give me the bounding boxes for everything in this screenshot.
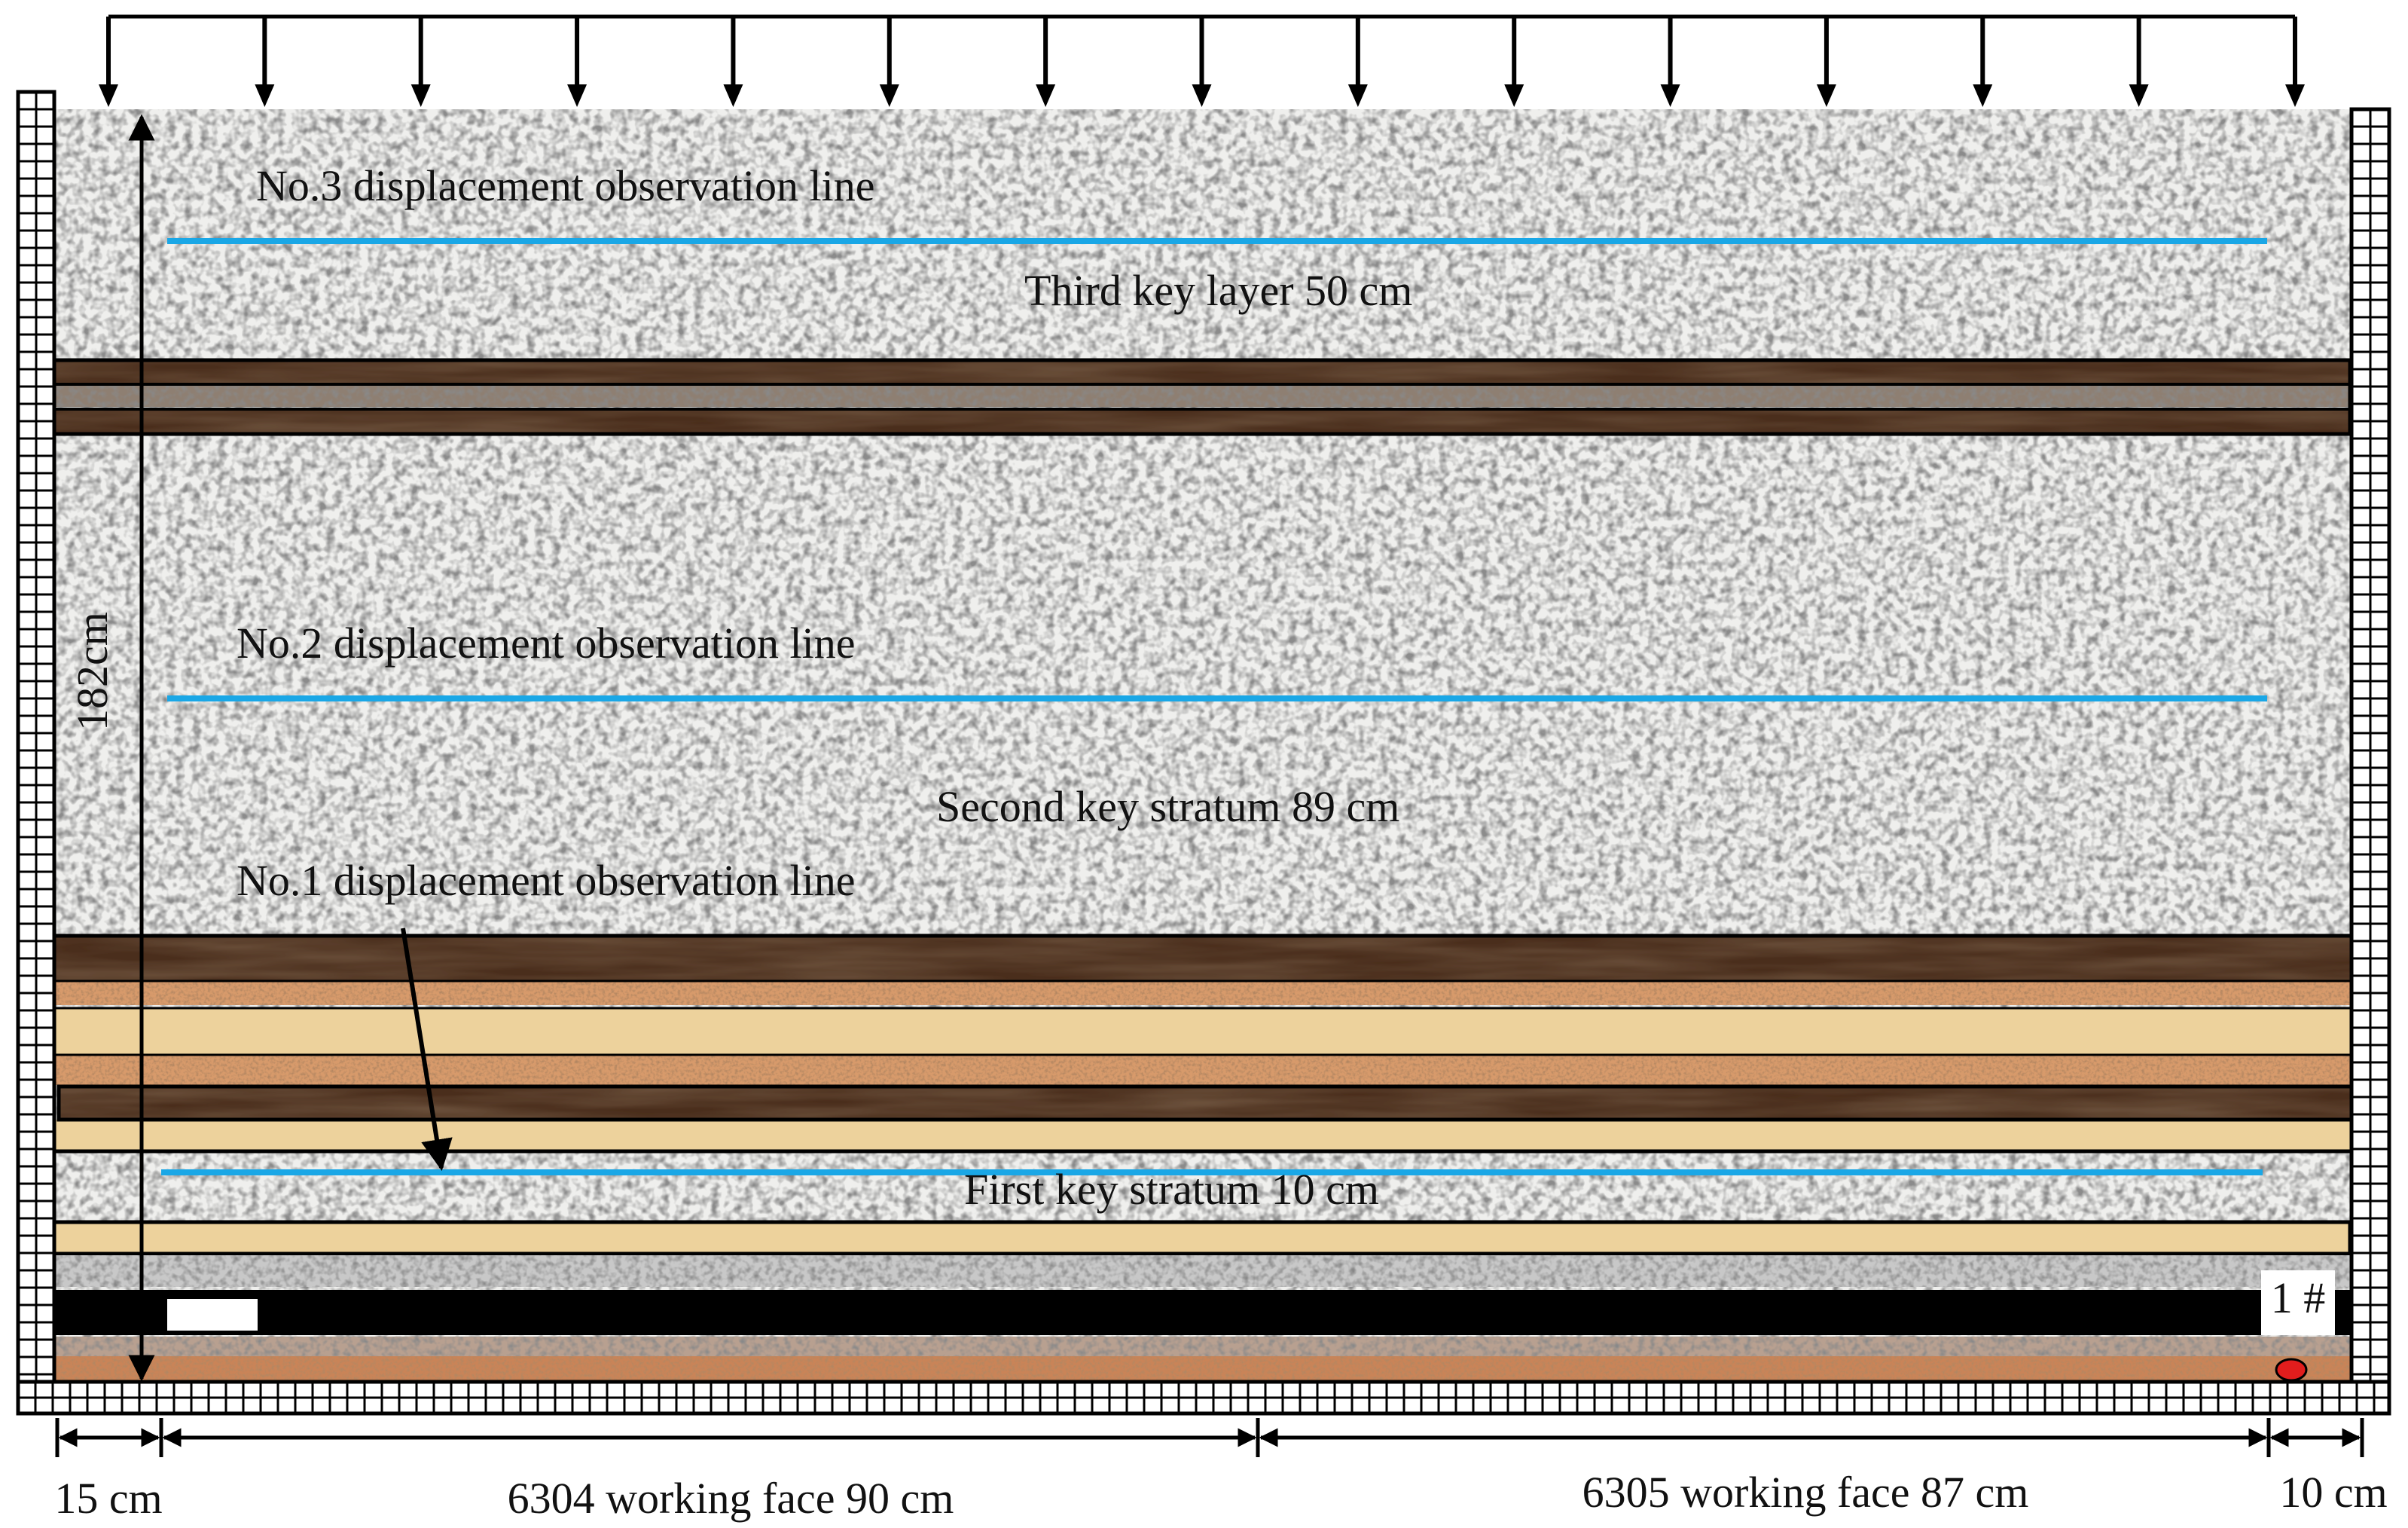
gravel-grain (54, 1055, 2353, 1085)
downward-arrow-icon (723, 84, 743, 107)
dark-stratum-grain (54, 936, 2353, 981)
red-dot-icon (2275, 1358, 2308, 1382)
face-6305-label: 6305 working face 87 cm (1582, 1468, 2029, 1517)
downward-arrow-icon (567, 84, 588, 107)
model-body: 1 # (50, 109, 2358, 1383)
downward-arrow-icon (2285, 84, 2305, 107)
grey-stratum-grain (53, 384, 2350, 407)
sand-stratum (54, 1008, 2353, 1055)
downward-arrow-icon (879, 84, 899, 107)
left-pillar-label: 15 cm (54, 1474, 162, 1523)
dark-stratum-grain (59, 1086, 2356, 1118)
downward-arrow-icon (1347, 84, 1368, 107)
downward-arrow-icon (1192, 84, 1212, 107)
seam-number-box: 1 # (2261, 1270, 2335, 1335)
downward-arrow-icon (1504, 84, 1524, 107)
gravel-grain (54, 981, 2353, 1005)
grey-rock-grain (54, 1255, 2350, 1287)
third-key-layer-label: Third key layer 50 cm (1024, 266, 1412, 315)
downward-arrow-icon (255, 84, 275, 107)
downward-arrow-icon (1973, 84, 1993, 107)
gravel-grain (54, 1337, 2350, 1356)
gravel-grain (54, 1356, 2350, 1382)
dark-stratum-grain (53, 360, 2350, 383)
right-pillar-label: 10 cm (2279, 1468, 2387, 1517)
seam-number-label: 1 # (2271, 1273, 2326, 1322)
mined-opening (167, 1299, 258, 1331)
frame-bottom (16, 1380, 2391, 1416)
obs-line-2-label: No.2 displacement observation line (237, 619, 855, 668)
downward-arrow-icon (2129, 84, 2149, 107)
bottom-dimensions: 15 cm 6304 working face 90 cm 6305 worki… (54, 1418, 2388, 1523)
first-key-stratum-label: First key stratum 10 cm (964, 1165, 1379, 1214)
frame-left (16, 90, 56, 1416)
downward-arrow-icon (410, 84, 431, 107)
downward-arrow-icon (99, 84, 118, 107)
height-label: 182cm (68, 612, 117, 731)
frame-right (2349, 107, 2391, 1416)
face-6304-label: 6304 working face 90 cm (508, 1474, 954, 1523)
coal-seam-package: 1 # (52, 1220, 2352, 1382)
obs-line-1-pointer-arrow (401, 927, 453, 1172)
obs-line-1-label: No.1 displacement observation line (237, 856, 855, 905)
second-key-stratum-label: Second key stratum 89 cm (936, 782, 1399, 831)
sand-stratum (54, 1120, 2353, 1151)
obs-line-3-label: No.3 displacement observation line (256, 161, 874, 210)
coal-seam (54, 1290, 2350, 1335)
overburden-load (99, 14, 2305, 107)
downward-arrow-icon (1660, 84, 1680, 107)
downward-arrow-icon (1816, 84, 1836, 107)
lower-strata-package (52, 934, 2358, 1154)
third-key-layer-band (50, 358, 2352, 436)
seam-number-box-bg (2261, 1270, 2335, 1335)
downward-arrow-icon (1036, 84, 1056, 107)
dark-stratum-grain (53, 409, 2350, 434)
sand-stratum (54, 1222, 2350, 1254)
